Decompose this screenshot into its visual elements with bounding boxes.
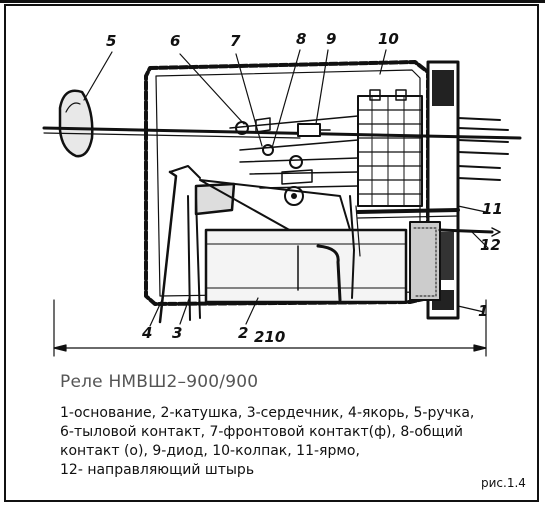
guide-pin: [438, 228, 494, 234]
coil: [204, 228, 408, 304]
callout-12: 12: [480, 236, 501, 254]
leader-lines: [83, 49, 489, 327]
dimension-line: [53, 299, 487, 357]
top-border: [0, 0, 545, 3]
callout-9: 9: [326, 30, 336, 48]
callout-6: 6: [170, 32, 180, 50]
cap-outline: [144, 60, 430, 306]
callout-5: 5: [106, 32, 116, 50]
callout-4: 4: [141, 324, 152, 342]
diode: [297, 123, 321, 137]
dimension-label: 210: [254, 328, 285, 346]
yoke: [356, 208, 460, 214]
contact-stack: [357, 89, 509, 207]
handle-knob: [58, 89, 94, 158]
caption-title: Реле НМВШ2–900/900: [60, 372, 259, 392]
figure-label: рис.1.4: [481, 476, 526, 490]
caption-legend: 1-основание, 2-катушка, 3-сердечник, 4-я…: [60, 404, 530, 480]
legend-line-2: 6-тыловой контакт, 7-фронтовой контакт(ф…: [60, 424, 463, 440]
legend-line-3: контакт (о), 9-диод, 10-колпак, 11-ярмо,: [60, 443, 360, 459]
contact-springs: [229, 115, 359, 206]
callout-2: 2: [238, 324, 248, 342]
callout-11: 11: [482, 200, 503, 218]
callout-1: 1: [478, 302, 488, 320]
legend-line-4: 12- направляющий штырь: [60, 462, 255, 478]
callout-3: 3: [172, 324, 182, 342]
legend-line-1: 1-основание, 2-катушка, 3-сердечник, 4-я…: [60, 405, 475, 421]
callout-8: 8: [296, 30, 306, 48]
callout-10: 10: [378, 30, 399, 48]
callout-7: 7: [230, 32, 241, 50]
relay-drawing: 5 6 7 8 9 10 11 12 1 2 3 4 210: [42, 30, 522, 357]
